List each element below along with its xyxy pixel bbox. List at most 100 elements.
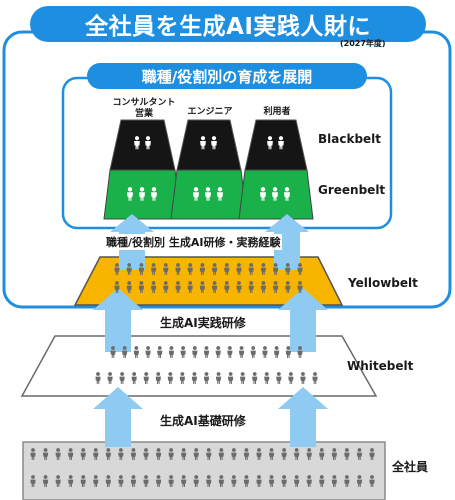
person-icon	[114, 263, 120, 275]
person-icon	[133, 346, 139, 358]
person-icon	[181, 448, 187, 460]
tier-label-yellowbelt: Yellowbelt	[348, 276, 418, 290]
main-title: 全社員を生成AI実践人財に	[85, 14, 371, 40]
person-icon	[138, 281, 144, 293]
person-icon	[193, 475, 199, 487]
person-icon	[168, 475, 174, 487]
role-label-user: 利用者	[263, 107, 291, 117]
blackbelt-block-consultant	[109, 119, 176, 171]
person-icon	[262, 346, 268, 358]
arrow-role-right	[265, 214, 309, 270]
person-icon	[93, 448, 99, 460]
person-icon	[264, 372, 270, 384]
person-icon	[285, 346, 291, 358]
person-icon	[369, 448, 375, 460]
person-icon	[231, 448, 237, 460]
person-icon	[175, 281, 181, 293]
person-icon	[224, 281, 230, 293]
person-icon	[300, 372, 306, 384]
person-icon	[288, 372, 294, 384]
person-icon	[344, 475, 350, 487]
person-icon	[139, 187, 145, 201]
person-icon	[236, 281, 242, 293]
arrow-basic-left	[93, 387, 143, 447]
person-icon	[256, 448, 262, 460]
person-icon	[138, 263, 144, 275]
person-icon	[30, 448, 36, 460]
tier-label-whitebelt: Whitebelt	[347, 359, 414, 373]
person-icon	[181, 475, 187, 487]
person-icon	[273, 281, 279, 293]
person-icon	[187, 281, 193, 293]
person-icon	[105, 475, 111, 487]
person-icon	[118, 448, 124, 460]
person-icon	[297, 281, 303, 293]
person-icon	[118, 475, 124, 487]
person-icon	[306, 475, 312, 487]
person-icon	[93, 475, 99, 487]
person-icon	[260, 281, 266, 293]
person-icon	[284, 187, 290, 201]
arrow-label-basic-training: 生成AI基礎研修	[158, 412, 248, 429]
blackbelt-block-engineer	[176, 119, 242, 171]
person-icon	[272, 187, 278, 201]
person-icon	[114, 281, 120, 293]
person-icon	[331, 475, 337, 487]
person-icon	[212, 263, 218, 275]
person-icon	[191, 372, 198, 384]
role-label-engineer: エンジニア	[187, 107, 233, 117]
person-icon	[130, 448, 137, 460]
person-icon	[297, 263, 303, 275]
person-icon	[168, 346, 175, 358]
person-icon	[285, 281, 291, 293]
person-icon	[319, 475, 325, 487]
person-icon	[227, 346, 233, 358]
person-icon	[238, 346, 245, 358]
person-icon	[151, 187, 157, 201]
person-icon	[155, 372, 161, 384]
arrow-label-practice-training: 生成AI実践研修	[158, 314, 248, 331]
whitebelt-tier	[20, 335, 378, 397]
person-icon	[122, 346, 128, 358]
person-icon	[203, 346, 210, 358]
person-icon	[119, 372, 125, 384]
role-label-consultant: コンサルタント 営業	[112, 98, 176, 119]
person-icon	[203, 372, 210, 384]
person-icon	[212, 281, 218, 293]
arrow-label-role-training: 職種/役割別 生成AI研修・実務経験	[104, 234, 283, 250]
person-icon	[163, 263, 169, 275]
person-icon	[175, 263, 181, 275]
tier-label-blackbelt: Blackbelt	[318, 132, 382, 146]
person-icon	[193, 187, 199, 201]
person-icon	[217, 187, 223, 201]
person-icon	[215, 372, 222, 384]
person-icon	[205, 187, 211, 201]
person-icon	[215, 346, 221, 358]
person-icon	[200, 136, 206, 150]
person-icon	[250, 346, 256, 358]
person-icon	[231, 475, 237, 487]
person-icon	[107, 372, 113, 384]
person-icon	[211, 136, 217, 150]
person-icon	[131, 372, 137, 384]
person-icon	[95, 372, 101, 384]
person-icon	[187, 263, 193, 275]
person-icon	[248, 263, 254, 275]
person-icon	[260, 187, 266, 201]
person-icon	[143, 372, 149, 384]
person-icon	[243, 448, 250, 460]
tier-label-all-employees: 全社員	[392, 460, 429, 474]
person-icon	[126, 263, 132, 275]
person-icon	[256, 475, 262, 487]
person-icon	[356, 448, 363, 460]
person-icon	[145, 136, 151, 150]
person-icon	[180, 346, 186, 358]
all-employees-box	[22, 441, 386, 500]
person-icon	[110, 346, 116, 358]
person-icon	[30, 475, 36, 487]
person-icon	[268, 475, 275, 487]
person-icon	[168, 448, 174, 460]
person-icon	[294, 448, 300, 460]
arrow-practice-right	[278, 288, 328, 352]
